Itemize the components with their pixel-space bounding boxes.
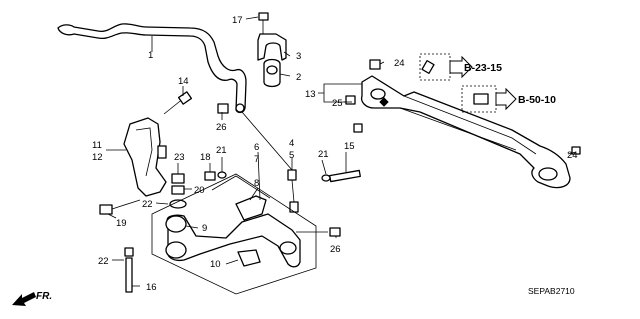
bolt-19-head (99, 204, 113, 215)
reference-b-23-15: B-23-15 (419, 53, 502, 81)
callout-20: 20 (194, 185, 205, 196)
callout-3: 3 (296, 51, 301, 62)
nut-26-b (329, 227, 341, 237)
callout-13: 13 (305, 89, 316, 100)
nut-23-a (171, 173, 185, 184)
ref-b-23-15[interactable]: B-23-15 (464, 62, 502, 74)
bushing-10 (237, 249, 261, 267)
callout-5: 5 (289, 150, 294, 161)
assembly-outline (151, 173, 317, 295)
nut-18 (204, 171, 216, 181)
callout-8: 8 (254, 178, 259, 189)
callout-25: 25 (332, 98, 343, 109)
callout-12: 12 (92, 152, 103, 163)
bolt-15 (329, 169, 361, 183)
callout-26-a: 26 (216, 122, 227, 133)
stabilizer-holder-group (257, 12, 287, 88)
nut-25 (353, 123, 363, 133)
callout-14: 14 (178, 76, 189, 87)
reference-b-50-10: B-50-10 (461, 85, 556, 113)
callout-19: 19 (116, 218, 127, 229)
callout-2: 2 (296, 72, 301, 83)
callout-4: 4 (289, 138, 294, 149)
washer-21 (217, 171, 227, 179)
washer-22-b (169, 199, 187, 209)
bushing-8 (235, 195, 267, 221)
assembly-outline-b (211, 175, 271, 199)
callout-1: 1 (148, 50, 153, 61)
callout-7: 7 (254, 154, 259, 165)
washer-21-b (321, 174, 331, 182)
callout-10: 10 (210, 259, 221, 270)
callout-9: 9 (202, 223, 207, 234)
callout-17: 17 (232, 15, 243, 26)
callout-24-b: 24 (567, 150, 578, 161)
leader-lines (106, 16, 577, 287)
callout-18: 18 (200, 152, 211, 163)
stabilizer-bar (57, 23, 247, 114)
diagram-code: SEPAB2710 (528, 286, 575, 296)
stabilizer-link (241, 111, 299, 213)
front-label: FR. (36, 291, 52, 302)
steering-knuckle (123, 91, 193, 197)
washer-22 (124, 247, 134, 257)
callout-22-b: 22 (98, 256, 109, 267)
callout-21-b: 21 (318, 149, 329, 160)
callout-26-b: 26 (330, 244, 341, 255)
callout-labels: 1 2 3 4 5 6 7 8 9 10 11 12 13 14 15 16 1… (92, 15, 578, 293)
nut-26 (217, 103, 229, 114)
front-arrow-icon (12, 292, 36, 306)
callout-22-a: 22 (142, 199, 153, 210)
hardware-parts (99, 103, 363, 293)
callout-16: 16 (146, 282, 157, 293)
callout-11: 11 (92, 140, 102, 151)
callout-23: 23 (174, 152, 185, 163)
front-direction-indicator: FR. (12, 291, 52, 306)
lower-arm (165, 195, 301, 268)
callout-24-a: 24 (394, 58, 405, 69)
callout-15: 15 (344, 141, 355, 152)
callout-6: 6 (254, 142, 259, 153)
bushing-9 (165, 215, 187, 233)
nut-20 (171, 185, 185, 195)
ref-b-50-10[interactable]: B-50-10 (518, 94, 556, 106)
bolt-16 (125, 257, 133, 293)
front-subframe (345, 59, 581, 189)
callout-21-a: 21 (216, 145, 227, 156)
